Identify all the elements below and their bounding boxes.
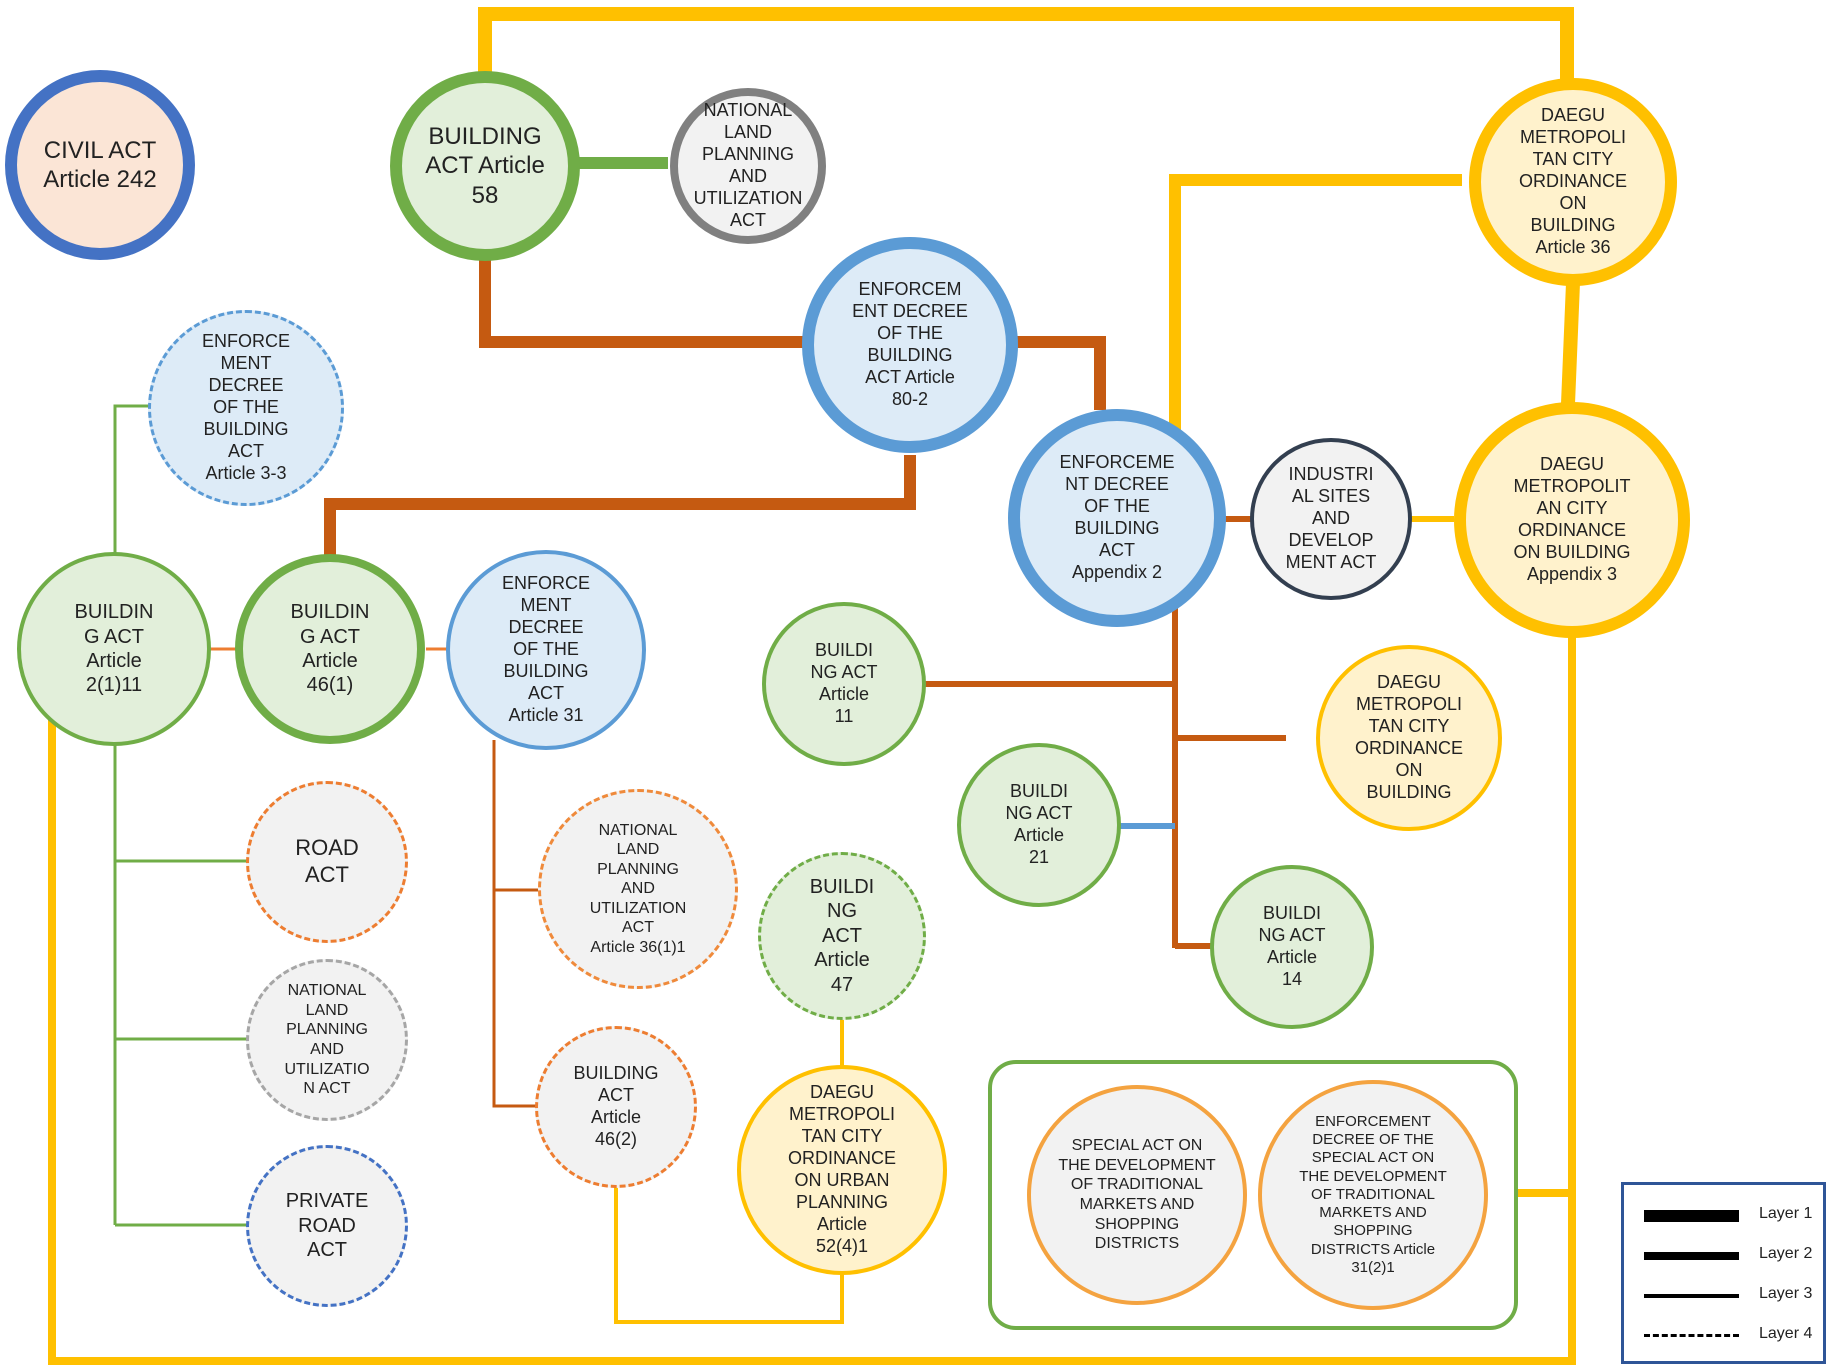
node-label: ENFORCEME NT DECREE OF THE BUILDING ACT … xyxy=(1059,452,1175,582)
node-label: DAEGU METROPOLI TAN CITY ORDINANCE ON BU… xyxy=(1354,672,1463,802)
legend-label-layer4: Layer 4 xyxy=(1759,1325,1813,1342)
connector-b462-urban xyxy=(614,1169,844,1324)
connector-enf80-b461 xyxy=(324,455,916,558)
node-label: DAEGU METROPOLIT AN CITY ORDINANCE ON BU… xyxy=(1513,454,1631,584)
node-label: SPECIAL ACT ON THE DEVELOPMENT OF TRADIT… xyxy=(1058,1137,1216,1253)
node-label: BUILDI NG ACT Article 14 xyxy=(1258,903,1326,989)
node-building-act-58: BUILDING ACT Article 58 xyxy=(390,71,580,261)
connector-appendix2-daegu36 xyxy=(1169,174,1462,443)
node-enforcement-31: ENFORCE MENT DECREE OF THE BUILDING ACT … xyxy=(446,550,646,750)
node-label: NATIONAL LAND PLANNING AND UTILIZATION A… xyxy=(589,821,687,956)
node-label: ENFORCE MENT DECREE OF THE BUILDING ACT … xyxy=(501,573,590,725)
node-road-act: ROAD ACT xyxy=(246,781,408,943)
legend-label-layer3: Layer 3 xyxy=(1759,1285,1813,1302)
node-daegu-ordinance-building: DAEGU METROPOLI TAN CITY ORDINANCE ON BU… xyxy=(1316,645,1502,831)
node-building-act-21: BUILDI NG ACT Article 21 xyxy=(957,743,1121,907)
node-label: BUILDI NG ACT Article 21 xyxy=(1005,781,1073,867)
connector-enf31-trunk xyxy=(492,740,538,1108)
connector-building58-daegu36 xyxy=(478,7,1574,95)
node-label: BUILDING ACT Article 46(2) xyxy=(573,1063,659,1149)
node-enforcement-special-act: ENFORCEMENT DECREE OF THE SPECIAL ACT ON… xyxy=(1258,1080,1488,1310)
node-private-road-act: PRIVATE ROAD ACT xyxy=(246,1145,408,1307)
node-national-land-36: NATIONAL LAND PLANNING AND UTILIZATION A… xyxy=(538,789,738,989)
legend-item-layer4: Layer 4 xyxy=(1644,1321,1819,1351)
node-label: BUILDI NG ACT Article 11 xyxy=(810,640,878,726)
node-national-land-top: NATIONAL LAND PLANNING AND UTILIZATION A… xyxy=(670,88,826,244)
legend-swatch-layer4 xyxy=(1644,1334,1739,1337)
node-building-act-11: BUILDI NG ACT Article 11 xyxy=(762,602,926,766)
node-daegu-appendix-3: DAEGU METROPOLIT AN CITY ORDINANCE ON BU… xyxy=(1454,402,1690,638)
node-enforcement-80-2: ENFORCEM ENT DECREE OF THE BUILDING ACT … xyxy=(802,237,1018,453)
node-national-land-bottom: NATIONAL LAND PLANNING AND UTILIZATIO N … xyxy=(246,959,408,1121)
legend-swatch-layer3 xyxy=(1644,1294,1739,1298)
node-label: PRIVATE ROAD ACT xyxy=(285,1190,369,1262)
node-building-act-46-1: BUILDIN G ACT Article 46(1) xyxy=(235,554,425,744)
node-label: BUILDI NG ACT Article 47 xyxy=(809,876,875,996)
node-daegu-ordinance-36: DAEGU METROPOLI TAN CITY ORDINANCE ON BU… xyxy=(1469,78,1677,286)
node-civil-act: CIVIL ACT Article 242 xyxy=(5,70,195,260)
node-building-act-2-1-11: BUILDIN G ACT Article 2(1)11 xyxy=(17,552,211,746)
legend-label-layer2: Layer 2 xyxy=(1759,1245,1813,1262)
node-label: BUILDIN G ACT Article 46(1) xyxy=(290,601,370,697)
traditional-markets-group-box xyxy=(988,1060,1518,1330)
node-label: DAEGU METROPOLI TAN CITY ORDINANCE ON UR… xyxy=(787,1082,896,1256)
legend-label-layer1: Layer 1 xyxy=(1759,1205,1813,1222)
node-label: ENFORCEM ENT DECREE OF THE BUILDING ACT … xyxy=(852,279,968,409)
legend-item-layer3: Layer 3 xyxy=(1644,1281,1819,1311)
node-label: CIVIL ACT Article 242 xyxy=(43,136,157,193)
node-label: BUILDIN G ACT Article 2(1)11 xyxy=(74,601,154,697)
connector-building58-enf80 xyxy=(479,260,810,348)
node-label: DAEGU METROPOLI TAN CITY ORDINANCE ON BU… xyxy=(1518,105,1627,257)
node-label: ENFORCE MENT DECREE OF THE BUILDING ACT … xyxy=(201,331,290,483)
node-special-act: SPECIAL ACT ON THE DEVELOPMENT OF TRADIT… xyxy=(1027,1085,1247,1305)
node-label: NATIONAL LAND PLANNING AND UTILIZATIO N … xyxy=(284,982,370,1098)
node-daegu-urban-planning: DAEGU METROPOLI TAN CITY ORDINANCE ON UR… xyxy=(737,1065,947,1275)
node-enforcement-3-3: ENFORCE MENT DECREE OF THE BUILDING ACT … xyxy=(148,310,344,506)
node-enforcement-appendix-2: ENFORCEME NT DECREE OF THE BUILDING ACT … xyxy=(1008,409,1226,627)
legend-item-layer2: Layer 2 xyxy=(1644,1241,1819,1271)
legend-swatch-layer2 xyxy=(1644,1252,1739,1260)
node-label: BUILDING ACT Article 58 xyxy=(425,123,545,209)
connector-enf80-appendix2 xyxy=(1002,336,1106,410)
node-building-act-47: BUILDI NG ACT Article 47 xyxy=(758,852,926,1020)
node-industrial-sites: INDUSTRI AL SITES AND DEVELOP MENT ACT xyxy=(1250,438,1412,600)
connector-b2111-appendix3-loop xyxy=(48,637,1576,1365)
node-label: ROAD ACT xyxy=(295,835,359,887)
legend: Layer 1 Layer 2 Layer 3 Layer 4 xyxy=(1621,1182,1826,1364)
node-building-act-46-2: BUILDING ACT Article 46(2) xyxy=(535,1026,697,1188)
node-label: NATIONAL LAND PLANNING AND UTILIZATION A… xyxy=(693,100,803,230)
connector-b2111-enf33 xyxy=(113,404,150,560)
node-label: ENFORCEMENT DECREE OF THE SPECIAL ACT ON… xyxy=(1299,1112,1447,1277)
node-label: INDUSTRI AL SITES AND DEVELOP MENT ACT xyxy=(1285,464,1377,572)
legend-item-layer1: Layer 1 xyxy=(1644,1201,1819,1231)
node-building-act-14: BUILDI NG ACT Article 14 xyxy=(1210,865,1374,1029)
legend-swatch-layer1 xyxy=(1644,1210,1739,1222)
